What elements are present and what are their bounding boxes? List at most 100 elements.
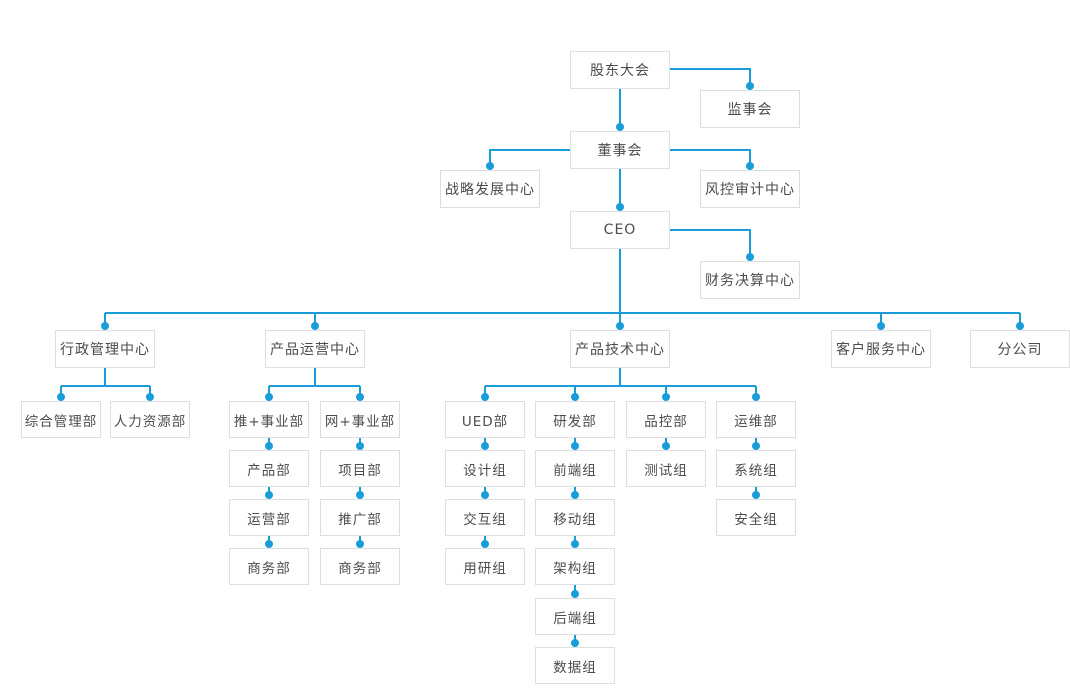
connector-dot: [571, 639, 579, 647]
connector-dot: [356, 442, 364, 450]
org-node-mobile-group: 移动组: [535, 499, 615, 536]
org-node-label: 财务决算中心: [705, 273, 795, 289]
org-node-label: 数据组: [553, 659, 597, 676]
connector-dot: [481, 540, 489, 548]
org-node-business-dept-2: 商务部: [320, 548, 400, 585]
org-node-label: 架构组: [553, 560, 597, 577]
org-node-rd-dept: 研发部: [535, 401, 615, 438]
org-node-label: 人力资源部: [113, 413, 187, 430]
org-node-label: 后端组: [553, 610, 597, 627]
connector-dot: [265, 442, 273, 450]
connector-dot: [265, 393, 273, 401]
org-node-label: 设计组: [463, 462, 507, 479]
org-node-label: 项目部: [338, 462, 382, 479]
org-node-business-dept-1: 商务部: [229, 548, 309, 585]
connector-dot: [752, 491, 760, 499]
connector-dot: [481, 442, 489, 450]
org-node-label: 前端组: [553, 462, 597, 479]
connector-dot: [265, 540, 273, 548]
org-node-user-research-group: 用研组: [445, 548, 525, 585]
org-node-label: 推广部: [338, 511, 382, 528]
org-node-admin-center: 行政管理中心: [55, 330, 155, 368]
connector-dot: [746, 82, 754, 90]
org-node-project-dept: 项目部: [320, 450, 400, 487]
connector-dot: [481, 491, 489, 499]
connector-dot: [571, 491, 579, 499]
org-node-label: 分公司: [997, 342, 1043, 358]
org-node-tui-division: 推+事业部: [229, 401, 309, 438]
org-node-testing-group: 测试组: [626, 450, 706, 487]
org-node-label: 用研组: [463, 560, 507, 577]
org-node-interaction-group: 交互组: [445, 499, 525, 536]
connector-dot: [481, 393, 489, 401]
org-node-data-group: 数据组: [535, 647, 615, 684]
org-node-design-group: 设计组: [445, 450, 525, 487]
connector-dot: [1016, 322, 1024, 330]
org-node-label: 股东大会: [590, 63, 650, 79]
connector-dot: [265, 491, 273, 499]
org-node-general-mgmt-dept: 综合管理部: [21, 401, 101, 438]
org-node-label: 产品运营中心: [270, 342, 360, 358]
org-node-label: 董事会: [597, 143, 643, 159]
connector-dot: [752, 442, 760, 450]
org-node-label: 运维部: [734, 413, 778, 430]
connector-dot: [752, 393, 760, 401]
org-node-supervisory-board: 监事会: [700, 90, 800, 128]
connector-dot: [877, 322, 885, 330]
org-node-label: 移动组: [553, 511, 597, 528]
org-node-operations-dept: 运营部: [229, 499, 309, 536]
connector-dot: [571, 590, 579, 598]
connector-dot: [616, 322, 624, 330]
connector-dot: [571, 393, 579, 401]
org-node-product-ops-center: 产品运营中心: [265, 330, 365, 368]
org-node-qc-dept: 品控部: [626, 401, 706, 438]
org-node-risk-audit-center: 风控审计中心: [700, 170, 800, 208]
org-node-label: 网+事业部: [324, 413, 396, 430]
connector-dot: [101, 322, 109, 330]
connector-line-product-ops-branch: [268, 368, 361, 397]
org-node-security-group: 安全组: [716, 499, 796, 536]
org-node-product-tech-center: 产品技术中心: [570, 330, 670, 368]
connector-dot: [311, 322, 319, 330]
org-node-wang-division: 网+事业部: [320, 401, 400, 438]
org-node-shareholders-meeting: 股东大会: [570, 51, 670, 89]
org-node-system-group: 系统组: [716, 450, 796, 487]
org-node-promotion-dept: 推广部: [320, 499, 400, 536]
connector-dot: [356, 393, 364, 401]
org-node-label: 产品技术中心: [575, 342, 665, 358]
connector-dot: [746, 253, 754, 261]
connector-dot: [616, 203, 624, 211]
connector-dot: [57, 393, 65, 401]
org-node-label: 风控审计中心: [705, 182, 795, 198]
org-node-label: 战略发展中心: [445, 182, 535, 198]
org-node-label: 监事会: [727, 102, 773, 118]
connector-line-trunk: [104, 249, 1021, 326]
org-node-ops-maintenance-dept: 运维部: [716, 401, 796, 438]
org-node-label: 交互组: [463, 511, 507, 528]
org-node-label: 产品部: [247, 462, 291, 479]
org-node-customer-service-center: 客户服务中心: [831, 330, 931, 368]
connector-line-product-tech-branch: [484, 368, 757, 397]
connector-line-admin-branch: [60, 368, 151, 397]
connector-dot: [616, 123, 624, 131]
connector-dot: [746, 162, 754, 170]
org-node-label: 系统组: [734, 462, 778, 479]
org-node-label: 商务部: [247, 560, 291, 577]
org-node-label: UED部: [461, 413, 509, 430]
org-node-label: 综合管理部: [24, 413, 98, 430]
org-node-label: 推+事业部: [233, 413, 305, 430]
org-node-label: 行政管理中心: [60, 342, 150, 358]
connector-dot: [662, 393, 670, 401]
org-node-ceo: CEO: [570, 211, 670, 249]
org-node-hr-dept: 人力资源部: [110, 401, 190, 438]
connector-dot: [571, 540, 579, 548]
org-node-branch-company: 分公司: [970, 330, 1070, 368]
org-node-label: 研发部: [553, 413, 597, 430]
connector-dot: [356, 540, 364, 548]
connector-dot: [571, 442, 579, 450]
connector-dot: [486, 162, 494, 170]
org-node-strategy-center: 战略发展中心: [440, 170, 540, 208]
org-node-label: 运营部: [247, 511, 291, 528]
org-node-product-dept: 产品部: [229, 450, 309, 487]
org-node-backend-group: 后端组: [535, 598, 615, 635]
